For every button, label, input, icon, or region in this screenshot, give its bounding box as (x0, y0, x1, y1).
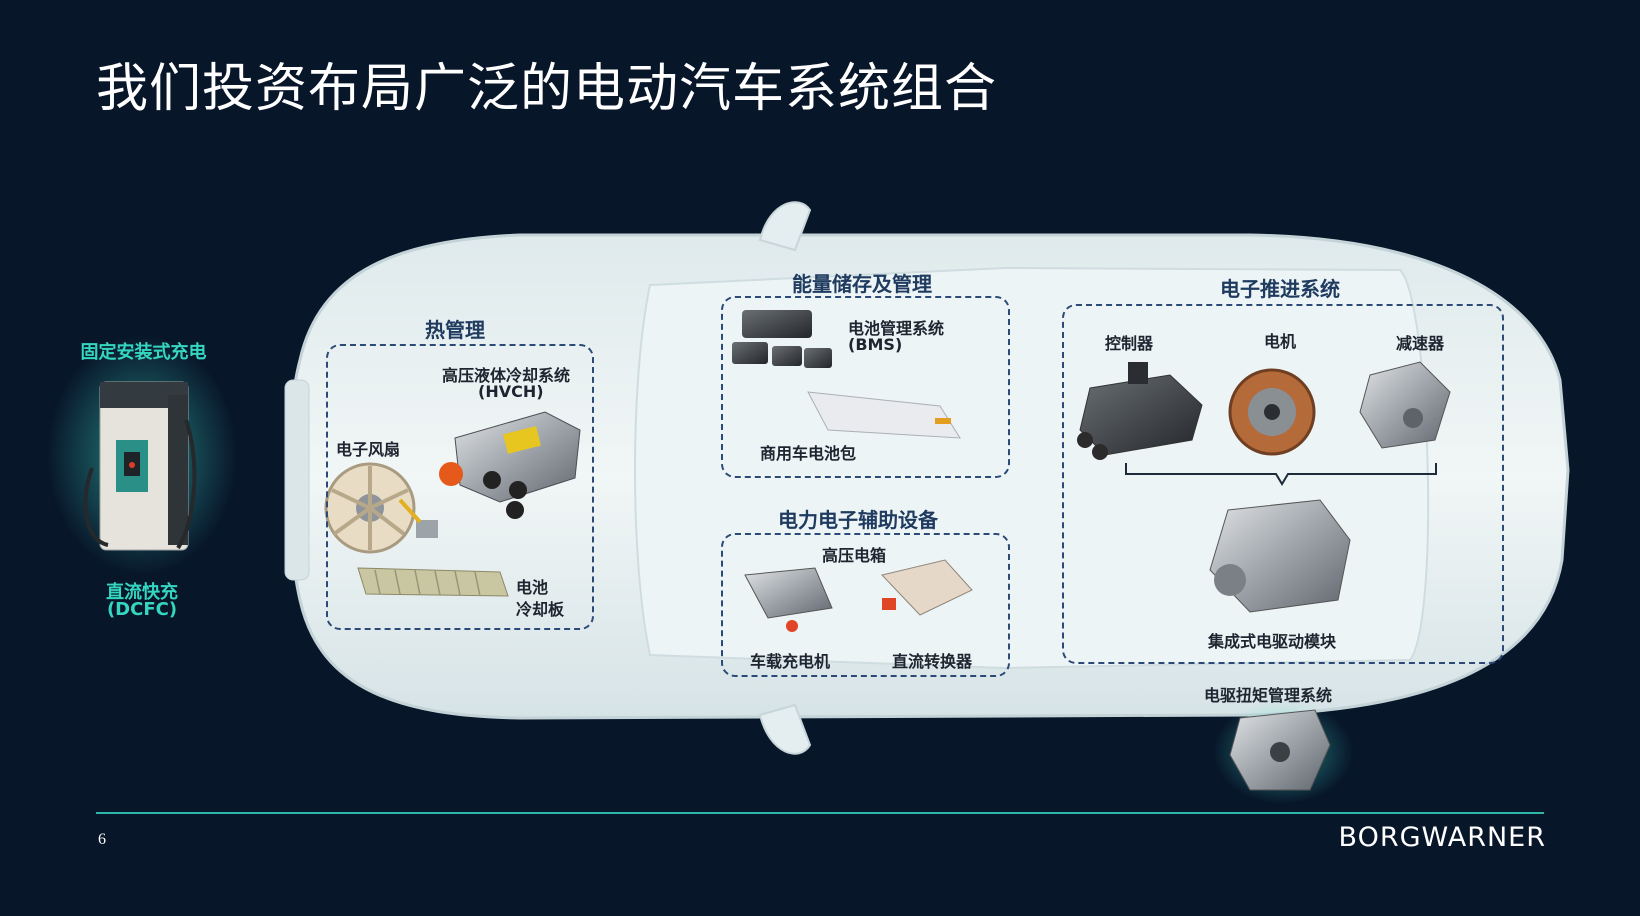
commercial-battery-pack (807, 391, 961, 439)
propulsion-box (1062, 304, 1504, 664)
obc-label: 车载充电机 (750, 652, 831, 671)
charging-label: 固定安装式充电 (80, 342, 207, 363)
fan-label: 电子风扇 (336, 440, 401, 459)
torque-management-unit (1213, 700, 1353, 804)
thermal-title: 热管理 (425, 318, 485, 342)
dcdc-converter-unit (881, 559, 973, 616)
brand-logo: BORGWARNER (1338, 822, 1546, 853)
integrated-drive-module (1209, 499, 1351, 613)
battery-cooling-plate (357, 567, 509, 597)
onboard-charger-unit (744, 567, 833, 632)
dcfc-label-line2: (DCFC) (106, 599, 178, 620)
hv-box-label: 高压电箱 (822, 546, 887, 565)
bracket (1125, 463, 1437, 486)
motor-label: 电机 (1264, 332, 1297, 351)
reducer-unit (1359, 361, 1451, 449)
plate-label-line1: 电池 (516, 578, 549, 597)
idm-label: 集成式电驱动模块 (1208, 632, 1337, 651)
plate-label-line2: 冷却板 (516, 600, 565, 619)
reducer-label: 减速器 (1396, 334, 1445, 353)
bms-modules (732, 310, 832, 368)
dc-charger (47, 335, 237, 575)
power-box (721, 533, 1010, 677)
hvch-label-line1: 高压液体冷却系统 (442, 366, 571, 385)
propulsion-title: 电子推进系统 (1220, 277, 1340, 301)
thermal-box (326, 344, 594, 630)
pack-label: 商用车电池包 (760, 444, 857, 463)
footer-divider (96, 812, 1544, 814)
dcfc-label-line1: 直流快充 (106, 582, 178, 603)
power-title: 电力电子辅助设备 (778, 508, 938, 532)
page-number: 6 (98, 831, 106, 848)
hvch-unit (439, 411, 581, 519)
bms-label-line2: (BMS) (848, 335, 903, 354)
bms-label-line1: 电池管理系统 (848, 319, 945, 338)
controller-unit (1077, 362, 1203, 460)
torque-label: 电驱扭矩管理系统 (1204, 686, 1333, 705)
motor-unit (1228, 368, 1316, 456)
page-title: 我们投资布局广泛的电动汽车系统组合 (96, 59, 998, 119)
hvch-label-line2: (HVCH) (478, 382, 544, 401)
dcdc-label: 直流转换器 (892, 652, 973, 671)
controller-label: 控制器 (1105, 334, 1154, 353)
energy-box (721, 296, 1010, 478)
energy-title: 能量储存及管理 (792, 272, 932, 296)
